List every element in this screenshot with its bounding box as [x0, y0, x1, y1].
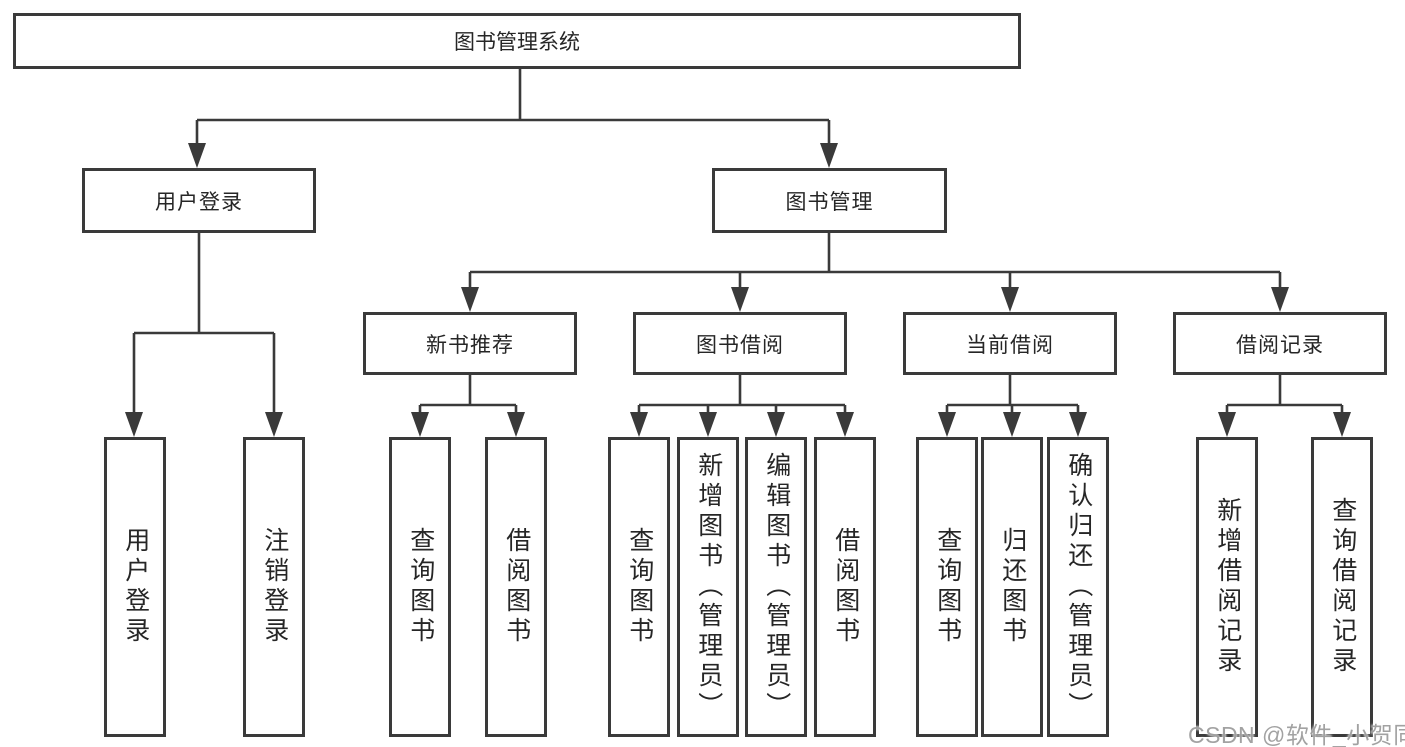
arrowhead-icon	[630, 412, 648, 437]
arrowhead-icon	[1001, 287, 1019, 312]
node-label: 借阅图书	[502, 527, 531, 647]
node-label: 注销登录	[260, 527, 289, 647]
node-label: 编辑图书（管理员）	[762, 452, 791, 722]
node-label: 借阅图书	[831, 527, 860, 647]
node-current-borrow: 当前借阅	[903, 312, 1117, 375]
node-label: 借阅记录	[1236, 333, 1324, 357]
node-book-borrow: 图书借阅	[633, 312, 847, 375]
node-label: 用户登录	[121, 527, 150, 647]
node-label: 查询图书	[406, 527, 435, 647]
csdn-watermark: CSDN @软件_小贺同学	[1188, 722, 1405, 747]
node-label: 用户登录	[155, 190, 243, 214]
node-label: 查询图书	[933, 527, 962, 647]
leaf-logout: 注销登录	[243, 437, 305, 737]
arrowhead-icon	[507, 412, 525, 437]
node-label: 查询借阅记录	[1328, 497, 1357, 677]
node-label: 查询图书	[625, 527, 654, 647]
leaf-add-borrow-record: 新增借阅记录	[1196, 437, 1258, 737]
arrowhead-icon	[1271, 287, 1289, 312]
node-label: 图书借阅	[696, 333, 784, 357]
arrowhead-icon	[461, 287, 479, 312]
leaf-query-books-recommend: 查询图书	[389, 437, 451, 737]
node-label: 当前借阅	[966, 333, 1054, 357]
node-borrow-records: 借阅记录	[1173, 312, 1387, 375]
arrowhead-icon	[836, 412, 854, 437]
node-label: 新增借阅记录	[1213, 497, 1242, 677]
arrowhead-icon	[1069, 412, 1087, 437]
node-label: 图书管理系统	[454, 31, 580, 54]
arrowhead-icon	[731, 287, 749, 312]
arrowhead-icon	[820, 143, 838, 168]
leaf-borrow-books-recommend: 借阅图书	[485, 437, 547, 737]
leaf-add-books-admin: 新增图书（管理员）	[677, 437, 739, 737]
leaf-query-books-current: 查询图书	[916, 437, 978, 737]
arrowhead-icon	[1333, 412, 1351, 437]
node-new-book-recommend: 新书推荐	[363, 312, 577, 375]
node-label: 新书推荐	[426, 333, 514, 357]
arrowhead-icon	[188, 143, 206, 168]
arrowhead-icon	[1003, 412, 1021, 437]
node-label: 确认归还（管理员）	[1064, 452, 1093, 722]
arrowhead-icon	[938, 412, 956, 437]
node-user-login-module: 用户登录	[82, 168, 316, 233]
node-book-management-module: 图书管理	[712, 168, 947, 233]
leaf-confirm-return-admin: 确认归还（管理员）	[1047, 437, 1109, 737]
arrowhead-icon	[411, 412, 429, 437]
arrowhead-icon	[1218, 412, 1236, 437]
node-root-system: 图书管理系统	[13, 13, 1021, 69]
leaf-query-borrow-record: 查询借阅记录	[1311, 437, 1373, 737]
arrowhead-icon	[767, 412, 785, 437]
arrowhead-icon	[265, 412, 283, 437]
node-label: 归还图书	[998, 527, 1027, 647]
leaf-edit-books-admin: 编辑图书（管理员）	[745, 437, 807, 737]
arrowhead-icon	[125, 412, 143, 437]
leaf-query-books-borrow: 查询图书	[608, 437, 670, 737]
arrowhead-icon	[699, 412, 717, 437]
leaf-user-login: 用户登录	[104, 437, 166, 737]
node-label: 图书管理	[785, 190, 874, 214]
node-label: 新增图书（管理员）	[694, 452, 723, 722]
leaf-borrow-books: 借阅图书	[814, 437, 876, 737]
leaf-return-books: 归还图书	[981, 437, 1043, 737]
